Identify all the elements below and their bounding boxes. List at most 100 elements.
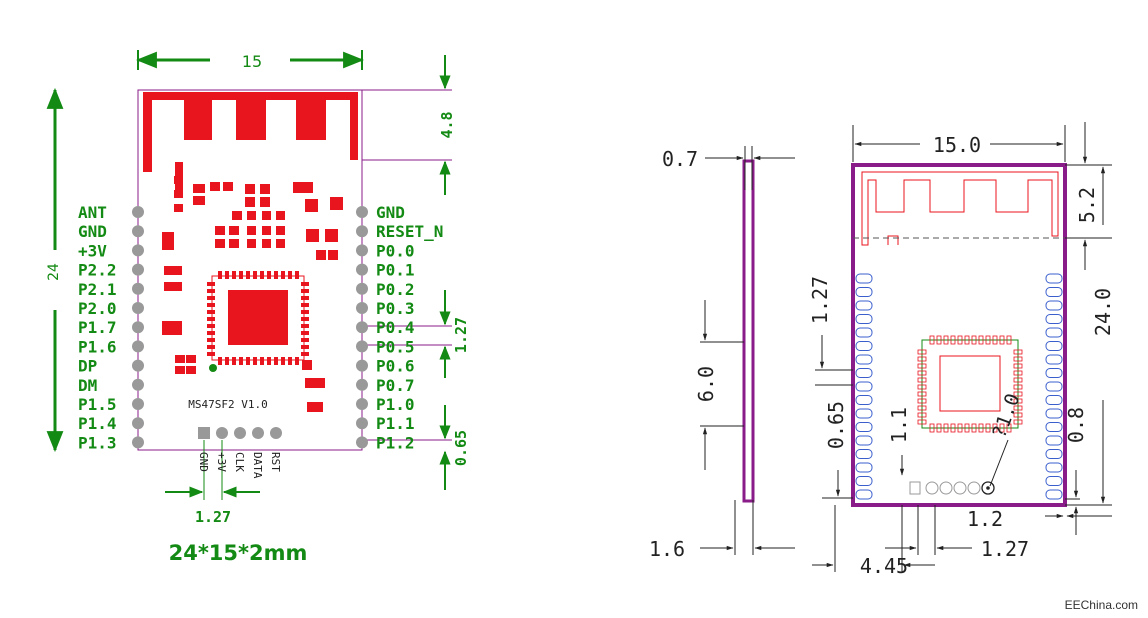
- fp-pad-len-label: 1.1: [887, 407, 911, 443]
- fp-edge-label: 0.8: [1064, 407, 1088, 443]
- pin-pad: [356, 263, 368, 276]
- pin-pad: [356, 206, 368, 218]
- side-height-label: 6.0: [694, 366, 718, 402]
- pin-pad: [356, 417, 368, 430]
- right-pin-label: P0.4: [376, 318, 415, 337]
- thickness-bottom-label: 1.6: [649, 537, 685, 561]
- footprint-antenna: [861, 171, 1059, 246]
- right-pin-label: P0.2: [376, 280, 415, 299]
- pin-pad: [234, 427, 246, 439]
- bottom-pin-label: GND: [197, 452, 210, 472]
- pin-pad: [132, 302, 144, 314]
- pin-pad: [356, 398, 368, 410]
- bottom-pin-label: CLK: [233, 452, 246, 472]
- pin-pad: [252, 427, 264, 439]
- pin-pad: [132, 225, 144, 238]
- pin-pad: [132, 378, 144, 391]
- board-label: MS47SF2 V1.0: [188, 398, 267, 411]
- fp-width-label: 15.0: [933, 133, 981, 157]
- pin-pad: [132, 398, 144, 410]
- pin-pad: [356, 225, 368, 238]
- pin-pad: [132, 417, 144, 430]
- footprint-outline: [851, 163, 1067, 507]
- pin1-marker: [209, 364, 217, 372]
- right-pin-label: P0.0: [376, 241, 415, 260]
- right-pin-label: P0.1: [376, 261, 415, 280]
- pcb-antenna: [143, 92, 358, 172]
- side-view: 0.7 1.6 6.0: [649, 146, 795, 561]
- right-pin-label: P0.3: [376, 299, 415, 318]
- pin-pad: [356, 244, 368, 257]
- passive-components: [162, 176, 343, 412]
- right-pin-label: RESET_N: [376, 222, 443, 241]
- left-pin-label: +3V: [78, 241, 107, 260]
- fp-antenna-label: 5.2: [1075, 187, 1099, 223]
- left-pin-label: P2.1: [78, 280, 117, 299]
- right-pin-label: P1.2: [376, 433, 415, 452]
- bottom-pin-label: RST: [269, 452, 282, 472]
- right-pin-label: P0.7: [376, 376, 415, 395]
- width-dim-label: 15: [242, 52, 262, 71]
- side-outline: [742, 159, 755, 503]
- pin-pad: [132, 263, 144, 276]
- footprint-pads-left: [855, 273, 873, 500]
- left-pin-label: P1.6: [78, 337, 117, 356]
- right-pin-label: P1.1: [376, 414, 415, 433]
- fp-bottom-pitch-label: 1.27: [981, 537, 1029, 561]
- left-pin-label: DP: [78, 357, 97, 376]
- pin-pad: [132, 340, 144, 353]
- watermark-text: EEChina.com: [1064, 598, 1138, 612]
- left-pin-label: P1.4: [78, 414, 117, 433]
- left-pin-column: ANTGND+3VP2.2P2.1P2.0P1.7P1.6DPDMP1.5P1.…: [78, 203, 144, 452]
- pin-pad: [198, 427, 210, 439]
- fp-pad-width-label: 0.65: [824, 401, 848, 449]
- left-pin-label: GND: [78, 222, 107, 241]
- mounting-hole: [981, 481, 995, 495]
- right-pin-column: GNDRESET_NP0.0P0.1P0.2P0.3P0.4P0.5P0.6P0…: [356, 203, 443, 452]
- pin-pad: [132, 359, 144, 372]
- bottom-dim-label: 0.65: [452, 430, 470, 466]
- footprint-pads-right: [1045, 273, 1063, 500]
- pin-pad: [356, 359, 368, 372]
- left-top-view: 15 24 4.8 1.27 0.65 1.27: [46, 50, 470, 565]
- pin-pad: [356, 436, 368, 449]
- bottom-pitch-label: 1.27: [195, 508, 231, 526]
- fp-pitch-label: 1.27: [808, 276, 832, 324]
- pin-pad: [356, 282, 368, 295]
- left-pin-label: P2.0: [78, 299, 117, 318]
- left-pin-label: P1.5: [78, 395, 117, 414]
- main-ic: [207, 271, 309, 372]
- height-dim-label: 24: [46, 263, 62, 281]
- left-pin-label: ANT: [78, 203, 107, 222]
- pitch-dim-label: 1.27: [452, 317, 470, 353]
- pin-pad: [356, 302, 368, 314]
- right-pin-label: P0.5: [376, 337, 415, 356]
- fp-bottom-offset-label: 4.45: [860, 554, 908, 578]
- pin-pad: [356, 321, 368, 334]
- pin-pad: [132, 206, 144, 218]
- fp-height-label: 24.0: [1091, 288, 1115, 336]
- bottom-pin-label: +3V: [215, 452, 228, 472]
- pin-pad: [216, 427, 228, 439]
- dimension-caption: 24*15*2mm: [169, 541, 308, 565]
- footprint-view: 15.0 5.2 24.0 1.27 0.65 1.1 ?1.0 0.8: [808, 122, 1115, 578]
- pin-pad: [356, 340, 368, 353]
- left-pin-label: P1.3: [78, 433, 117, 452]
- pin-pad: [132, 321, 144, 334]
- pin-pad: [132, 282, 144, 295]
- pin-pad: [132, 244, 144, 257]
- thickness-top-label: 0.7: [662, 147, 698, 171]
- right-pin-label: P0.6: [376, 357, 415, 376]
- pin-pad: [132, 436, 144, 449]
- bottom-pin-label: DATA: [251, 452, 264, 479]
- right-pin-label: GND: [376, 203, 405, 222]
- left-pin-label: P1.7: [78, 318, 117, 337]
- pin-pad: [356, 378, 368, 391]
- left-pin-label: P2.2: [78, 261, 117, 280]
- bottom-pin-row: GND +3V CLK DATA RST: [197, 427, 282, 479]
- fp-bottom-edge-label: 1.2: [967, 507, 1003, 531]
- antenna-dim-label: 4.8: [438, 111, 456, 138]
- right-pin-label: P1.0: [376, 395, 415, 414]
- pin-pad: [270, 427, 282, 439]
